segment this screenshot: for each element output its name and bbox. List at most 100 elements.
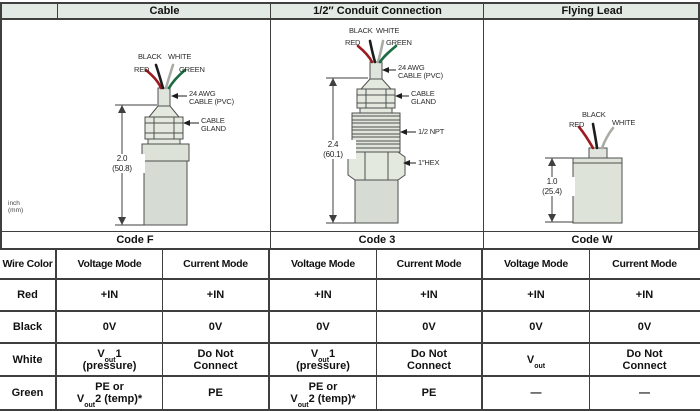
vout2-value: Vout2 (temp)* (290, 393, 356, 410)
red-wire (577, 125, 595, 150)
table-row-black: Black 0V 0V 0V 0V 0V 0V (0, 312, 700, 344)
wire-label-green: GREEN (179, 65, 205, 74)
wire-label-red: RED (345, 38, 361, 47)
callout-line: 24 AWG (398, 63, 425, 72)
cell-red-codew-voltage: +IN (483, 280, 590, 310)
callout-cable-gland: CABLE GLAND (201, 117, 226, 133)
flying-lead-sensor-drawing (545, 122, 623, 224)
dimension-label-cable: 2.0 (50.8) (99, 154, 145, 173)
cell-white-codef-voltage: Vout1 (pressure) (57, 344, 163, 375)
wire-label-white: WHITE (612, 118, 636, 127)
outer-border-left (0, 2, 2, 409)
units-inch: inch (8, 200, 20, 207)
thread-lines (352, 115, 400, 149)
table-row-white: White Vout1 (pressure) Do Not Connect Vo… (0, 344, 700, 377)
green-wire (167, 68, 187, 90)
cable-sensor-drawing (115, 63, 199, 226)
wire-label-white: WHITE (168, 52, 192, 61)
cell-green-codef-voltage: PE or Vout2 (temp)* (57, 377, 163, 409)
wires-group (577, 122, 615, 150)
diagram-band: BLACK WHITE RED GREEN 24 AWG CABLE (PVC)… (0, 20, 700, 231)
callout-awg-cable: 24 AWG CABLE (PVC) (398, 64, 443, 80)
callout-cable-gland: CABLE GLAND (411, 90, 436, 106)
connect-line: Connect (622, 359, 667, 372)
cell-white-code3-voltage: Vout1 (pressure) (270, 344, 377, 375)
dimension-label-conduit: 2.4 (60.1) (310, 140, 356, 159)
header-cell-cable: Cable (57, 4, 271, 18)
table-header-row: Wire Color Voltage Mode Current Mode Vol… (0, 250, 700, 280)
device-body-group (141, 87, 190, 226)
callout-line: CABLE (PVC) (189, 97, 234, 106)
cell-white-codef-current: Do Not Connect (163, 344, 270, 375)
dim-inches: 1.0 (546, 177, 558, 186)
wire-label-black: BLACK (582, 110, 606, 119)
wire-label-red: RED (569, 120, 585, 129)
callout-line: 24 AWG (189, 89, 216, 98)
connect-line: Connect (193, 359, 238, 372)
black-wire (154, 63, 165, 90)
vout1-value: Vout1 (97, 347, 122, 364)
cell-green-codew-voltage: — (483, 377, 590, 409)
red-wire (356, 44, 374, 64)
wires-group (356, 39, 398, 64)
column-divider (270, 20, 271, 231)
col-header-codew-voltage: Voltage Mode (483, 250, 590, 278)
col-header-codew-current: Current Mode (612, 258, 677, 270)
do-not-line: Do Not (197, 347, 234, 360)
row-label-green: Green (0, 377, 57, 409)
red-wire (144, 68, 163, 90)
green-wire (378, 44, 398, 64)
callout-arrows (171, 93, 199, 126)
connect-line: Connect (407, 359, 451, 372)
cell-red-code3-voltage: +IN (270, 280, 377, 310)
wire-label-white: WHITE (376, 26, 400, 35)
callout-line: CABLE (201, 116, 225, 125)
white-wire (376, 39, 385, 64)
cell-black-code3-current: 0V (377, 312, 483, 342)
wire-label-black: BLACK (138, 52, 162, 61)
vout-value: Vout (526, 353, 546, 370)
cell-black-code3-voltage: 0V (270, 312, 377, 342)
cell-red-code3-current: +IN (377, 280, 483, 310)
callout-line: GLAND (201, 124, 226, 133)
white-wire (600, 126, 615, 150)
units-mm: (mm) (8, 207, 24, 214)
code-3-label: Code 3 (358, 234, 396, 246)
units-note: inch (mm) (8, 200, 23, 214)
col-header-wire-color: Wire Color (0, 250, 57, 278)
dim-mm: (60.1) (323, 149, 343, 159)
cell-green-codew-current: — (639, 387, 650, 399)
cell-black-codef-voltage: 0V (57, 312, 163, 342)
device-body-group (347, 61, 406, 224)
code-row: Code F Code 3 Code W (0, 231, 700, 248)
table-row-red: Red +IN +IN +IN +IN +IN +IN (0, 280, 700, 312)
row-label-black: Black (0, 312, 57, 342)
callout-line: CABLE (PVC) (398, 71, 443, 80)
wires-group (144, 63, 187, 90)
pressure-note: (pressure) (82, 359, 137, 372)
outer-border-right (698, 2, 700, 409)
cell-green-codef-current: PE (163, 377, 270, 409)
cell-white-codew-current: Do Not Connect (590, 344, 699, 375)
dim-mm: (50.8) (112, 163, 132, 173)
col-header-codef-voltage: Voltage Mode (57, 250, 163, 278)
table-row-green: Green PE or Vout2 (temp)* PE PE or Vout2… (0, 377, 700, 409)
pressure-note: (pressure) (296, 359, 350, 372)
callout-npt: 1/2 NPT (418, 127, 445, 136)
wire-color-table: Wire Color Voltage Mode Current Mode Vol… (0, 248, 700, 411)
header-conduit-label: 1/2″ Conduit Connection (313, 5, 442, 17)
cell-black-codef-current: 0V (163, 312, 270, 342)
cell-green-code3-current: PE (377, 377, 483, 409)
device-body-group (572, 147, 623, 224)
do-not-line: Do Not (626, 347, 663, 360)
pe-or-line: PE or (308, 381, 338, 393)
col-header-codef-current: Current Mode (163, 250, 270, 278)
column-divider (483, 20, 484, 231)
wire-label-green: GREEN (386, 38, 412, 47)
row-label-red: Red (0, 280, 57, 310)
header-row: Cable 1/2″ Conduit Connection Flying Lea… (0, 2, 700, 20)
cell-red-codef-current: +IN (163, 280, 270, 310)
code-cell-f: Code F (0, 232, 270, 248)
header-cell-flying-lead: Flying Lead (483, 4, 700, 18)
